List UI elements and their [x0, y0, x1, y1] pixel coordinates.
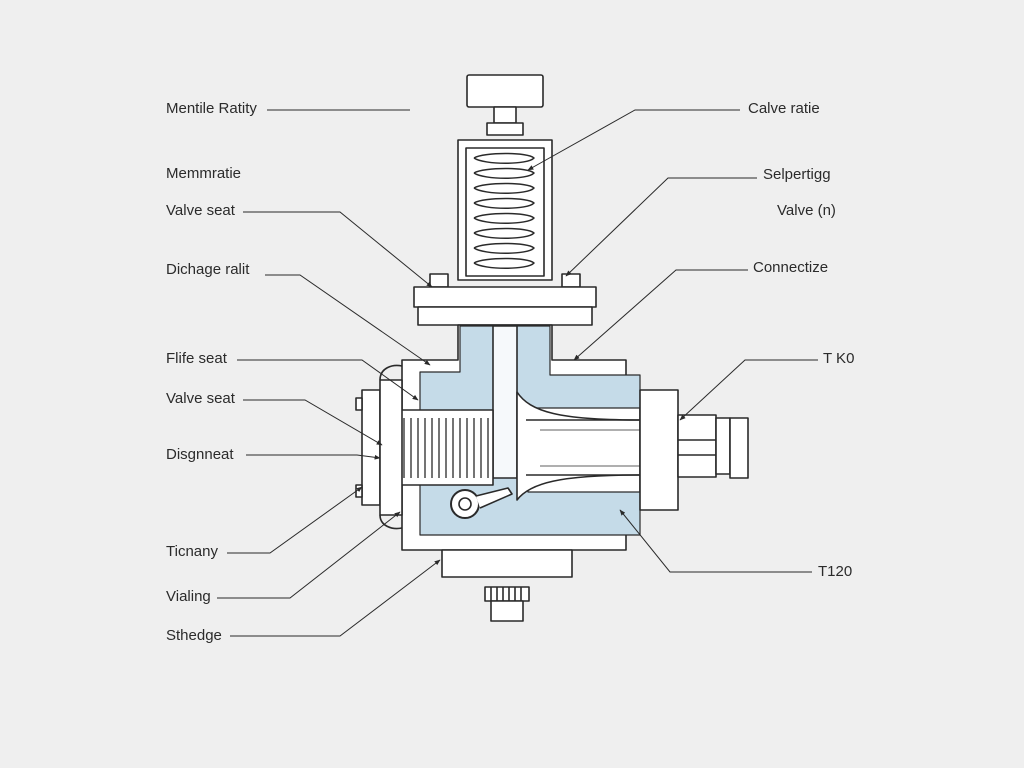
flange-bolt-right [561, 273, 581, 288]
outlet-cap [715, 417, 731, 475]
label-left-0: Mentile Ratity [166, 100, 257, 117]
label-right-4: T K0 [823, 350, 855, 367]
label-left-1: Memmratie [166, 165, 242, 182]
knob-nut [486, 122, 524, 136]
label-right-2: Valve (n) [777, 202, 836, 219]
label-right-3: Connectize [753, 259, 829, 276]
flange-lower-plate [417, 306, 593, 326]
label-left-3: Dichage ralit [166, 261, 250, 278]
inlet-port [361, 389, 381, 506]
label-right-0: Calve ratie [748, 100, 820, 117]
bonnet-flange [413, 286, 597, 308]
adjusting-knob [466, 74, 544, 108]
label-left-2: Valve seat [166, 202, 235, 219]
leader-lines-left [217, 109, 441, 637]
label-right-1: Selpertigg [763, 166, 831, 183]
flange-bolt-left [429, 273, 449, 288]
valve-stem [492, 325, 518, 479]
label-left-9: Sthedge [166, 627, 222, 644]
label-left-5: Valve seat [166, 390, 235, 407]
base-plate [441, 549, 573, 578]
knob-stem [493, 106, 517, 124]
label-right-5: T120 [818, 563, 853, 580]
spring [473, 152, 535, 269]
outlet-port [639, 389, 679, 511]
leader-lines-right [527, 109, 818, 573]
label-left-4: Flife seat [166, 350, 227, 367]
label-left-7: Ticnany [166, 543, 218, 560]
label-left-6: Disgnneat [166, 446, 234, 463]
filter-fins [403, 418, 489, 478]
label-left-8: Vialing [166, 588, 211, 605]
